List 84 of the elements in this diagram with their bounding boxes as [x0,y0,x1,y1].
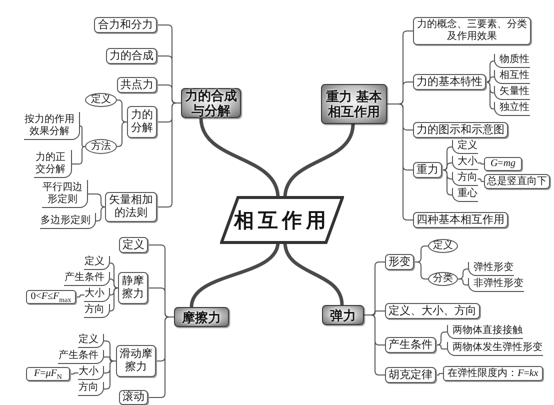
underlined-text: 产生条件 [58,350,104,364]
connector-line [478,162,484,164]
formula-box: F=μF$_{N}$ [26,367,70,381]
subtopic-box: 合力和分力 [94,17,157,33]
subtopic-box: 力的概念、三要素、分类及作用效果 [413,17,531,45]
underlined-text: 力的正交分解 [34,150,72,178]
underlined-text: 方向 [78,382,104,396]
subtopic-box: 胡克定律 [385,367,436,383]
connector-line [104,360,116,390]
connector-line [486,60,494,82]
connector-line [148,316,174,398]
underlined-text: 方向 [452,172,478,186]
subtopic-box: 力的基本特性 [413,74,486,90]
oval-tag: 定义 [428,239,458,253]
main-topic: 摩擦力 [174,307,229,327]
underlined-text: 重心 [452,188,478,202]
underlined-text: 按力的作用效果分解 [24,112,80,140]
subtopic-box: 滑动摩擦力 [116,345,156,377]
underlined-text: 物质性 [494,54,530,68]
connector-line [486,82,494,110]
oval-tag: 分类 [428,272,458,286]
subtopic-box: 力的图示和示意图 [413,122,508,138]
connector-line [116,100,128,122]
formula-box: G=mg [484,157,522,171]
formula-box: 在弹性限度内：F=kx [443,366,543,381]
underlined-text: 产生条件 [64,272,110,286]
connector-line [110,288,118,312]
connector-line [72,146,86,164]
underlined-text: 大小 [452,156,478,170]
connector-line [156,102,182,208]
connector-line [442,170,452,196]
subtopic-box: 矢量相加的法则 [105,192,157,222]
underlined-text: 大小 [84,288,110,302]
connector-line [458,268,468,280]
connector-line [76,294,84,298]
underlined-text: 非弹性形变 [468,278,524,292]
subtopic-box: 力的分解 [127,106,157,138]
underlined-text: 矢量性 [494,86,530,100]
connector-line [116,122,128,147]
underlined-text: 定义 [452,140,478,154]
underlined-text: 定义 [84,256,110,270]
main-topic: 重力 基本相互作用 [321,84,387,124]
connector-line [478,178,484,182]
subtopic-box: 静摩擦力 [118,272,148,304]
subtopic-box: 力的合成 [106,48,157,64]
central-topic: 相互作用 [220,196,344,244]
subtopic-box: 四种基本相互作用 [413,212,508,228]
formula-box: 0<F≤F$_{max}$ [26,290,76,304]
connector-line [486,76,494,82]
connector-line [110,278,118,288]
subtopic-box: 产生条件 [385,337,436,353]
connector-line [442,146,452,170]
main-topic: 弹力 [322,305,364,325]
connector-line [436,344,448,350]
subtopic-box: 重力 [413,162,442,178]
subtopic-box: 定义 [119,237,148,253]
underlined-text: 相互性 [494,70,530,84]
oval-tag: 定义 [85,93,117,107]
underlined-text: 两物体发生弹性形变 [447,342,543,356]
underlined-text: 大小 [78,366,104,380]
connector-line [110,288,118,296]
connector-line [364,314,386,376]
connector-line [458,278,468,286]
subtopic-box: 总是竖直向下 [484,174,550,189]
connector-line [414,262,428,280]
connector-line [386,104,414,220]
subtopic-box: 定义、大小、方向 [385,303,480,319]
underlined-text: 独立性 [494,102,530,116]
connector-line [96,206,106,222]
connector-line [80,126,86,147]
underlined-text: 多边形定则 [40,213,96,229]
subtopic-box: 形变 [385,254,414,270]
connector-line [88,194,106,208]
subtopic-box: 滚动 [119,390,148,405]
underlined-text: 方向 [84,304,110,318]
underlined-text: 弹性形变 [468,262,514,276]
underlined-text: 两物体直接接触 [447,325,523,339]
connector-line [436,332,448,346]
underlined-text: 平行四边形定则 [42,180,88,208]
underlined-text: 定义 [78,334,104,348]
connector-line [70,372,78,374]
main-topic: 力的合成与分解 [181,88,241,118]
subtopic-box: 共点力 [117,77,157,93]
oval-tag: 方法 [85,139,117,154]
